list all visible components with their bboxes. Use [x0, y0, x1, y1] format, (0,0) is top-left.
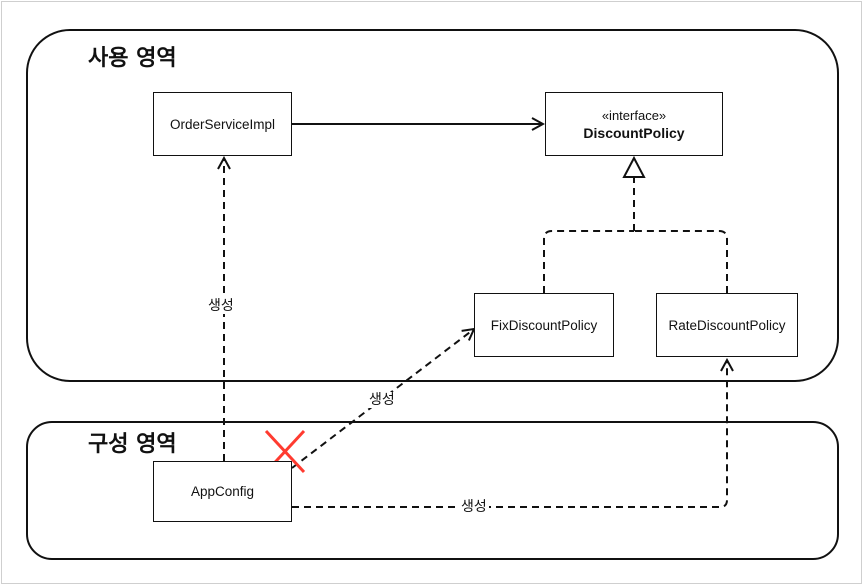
- realization-rate-edge: [634, 230, 728, 293]
- fix-discount-policy-label: FixDiscountPolicy: [490, 317, 598, 333]
- realization-fix-edge: [543, 230, 634, 293]
- order-service-impl-node: OrderServiceImpl: [153, 92, 292, 156]
- order-service-impl-label: OrderServiceImpl: [169, 116, 276, 132]
- rate-discount-policy-node: RateDiscountPolicy: [656, 293, 798, 357]
- discount-policy-stereotype: «interface»: [601, 107, 667, 123]
- config-region: [26, 421, 839, 560]
- create-rate-label: 생성: [459, 499, 489, 515]
- realization-triangle-icon: [622, 155, 646, 178]
- app-config-label: AppConfig: [190, 484, 255, 499]
- app-config-node: AppConfig: [153, 461, 292, 522]
- discount-policy-name: DiscountPolicy: [583, 124, 685, 141]
- create-rate-edge: [292, 360, 727, 508]
- usage-region: [26, 29, 839, 382]
- create-fix-label: 생성: [367, 392, 397, 408]
- usage-region-title: 사용 영역: [88, 46, 177, 71]
- rate-discount-policy-label: RateDiscountPolicy: [668, 317, 786, 333]
- fix-discount-policy-node: FixDiscountPolicy: [474, 293, 614, 357]
- create-order-label: 생성: [206, 298, 236, 314]
- discount-policy-node: «interface» DiscountPolicy: [545, 92, 723, 156]
- config-region-title: 구성 영역: [88, 432, 177, 457]
